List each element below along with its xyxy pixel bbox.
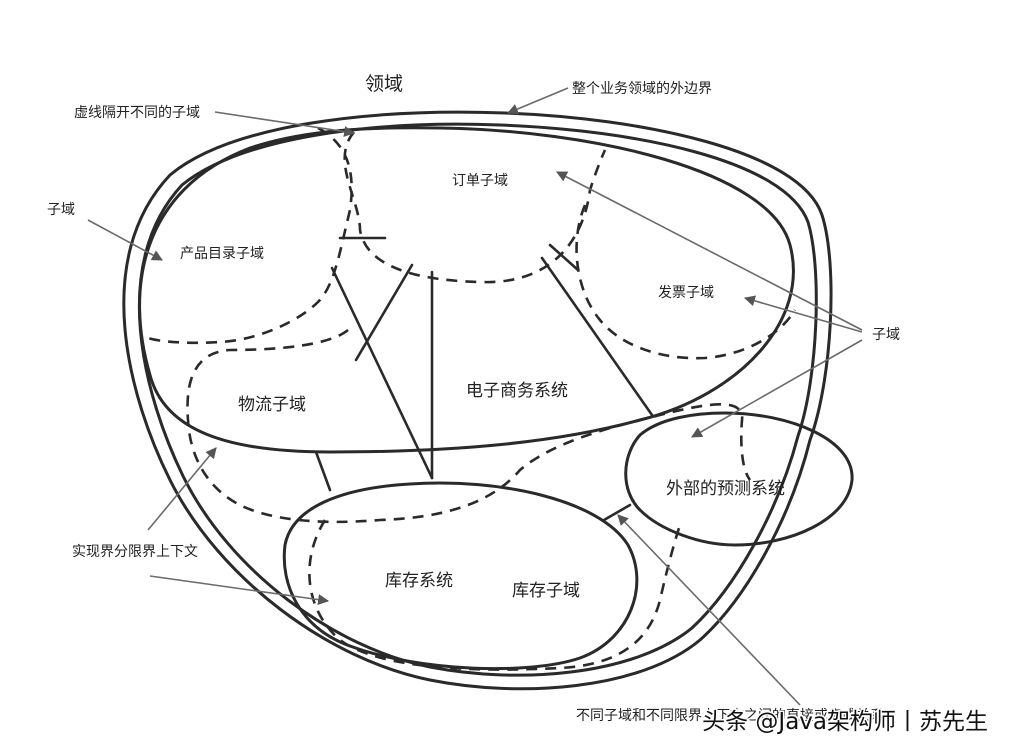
inventory-system-boundary bbox=[282, 481, 639, 671]
arrow-subdomain-order bbox=[556, 171, 863, 331]
divider-catalog-logistics bbox=[330, 266, 434, 480]
divider-invoice bbox=[540, 256, 654, 417]
arrow-bounded-context-right bbox=[149, 575, 330, 606]
arrow-subdomain-left bbox=[87, 219, 163, 261]
label-inventory-subdomain: 库存子域 bbox=[512, 581, 580, 601]
label-invoice: 发票子域 bbox=[658, 285, 714, 301]
label-bottom-note: 不同子域和不同限界上下文之间的直接或集成关系 bbox=[576, 707, 884, 724]
label-logistics: 物流子域 bbox=[238, 395, 306, 415]
label-inventory-system: 库存系统 bbox=[385, 571, 453, 591]
arrow-domain-boundary bbox=[506, 87, 569, 115]
label-subdomain-left: 子域 bbox=[47, 202, 75, 218]
label-product-catalog: 产品目录子域 bbox=[180, 246, 264, 262]
divider-order-left bbox=[354, 263, 414, 362]
arrow-bottom-note bbox=[617, 514, 801, 706]
dashed-logistics bbox=[186, 328, 752, 524]
divider-lower-left bbox=[314, 450, 332, 492]
label-domain: 领域 bbox=[365, 73, 403, 95]
label-bounded-context-note: 实现界分限界上下文 bbox=[72, 544, 198, 560]
dashed-invoice bbox=[575, 204, 797, 360]
label-dashed-note: 虚线隔开不同的子域 bbox=[74, 105, 200, 121]
forecast-system-boundary bbox=[624, 411, 854, 547]
divider-forecast-link bbox=[602, 503, 632, 522]
label-order: 订单子域 bbox=[452, 173, 508, 189]
label-subdomain-right: 子域 bbox=[872, 327, 900, 343]
watermark-text: 头条 @Java架构师丨苏先生 bbox=[702, 709, 988, 735]
divider-invoice-stub bbox=[548, 243, 580, 272]
label-forecast: 外部的预测系统 bbox=[666, 479, 785, 499]
arrow-dashed-note bbox=[214, 111, 356, 137]
domain-outer-boundary bbox=[122, 110, 833, 691]
label-domain-boundary: 整个业务领域的外边界 bbox=[572, 81, 712, 97]
dashed-catalog-left bbox=[147, 126, 353, 345]
domain-inner-boundary bbox=[137, 122, 818, 677]
label-ecommerce: 电子商务系统 bbox=[466, 381, 568, 401]
arrow-subdomain-invoice bbox=[743, 295, 863, 333]
arrow-subdomain-forecast bbox=[691, 339, 863, 438]
ecommerce-system-boundary bbox=[138, 126, 795, 454]
arrow-bounded-context-up bbox=[147, 447, 217, 531]
